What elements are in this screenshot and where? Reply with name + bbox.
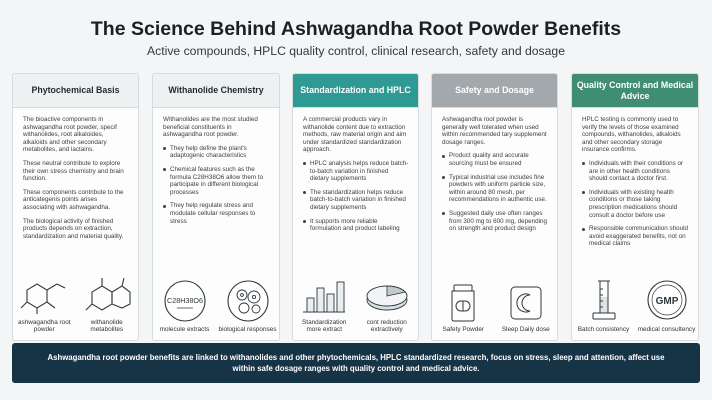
icon-caption: molecule extracts bbox=[159, 326, 210, 334]
panel-text: HPLC testing is commonly used to verify … bbox=[582, 116, 681, 154]
panel-heading: Standardization and HPLC bbox=[293, 74, 418, 108]
icon-block: cont reduction extractively bbox=[358, 276, 416, 334]
gmp-badge-text: GMP bbox=[655, 296, 678, 307]
icon-caption: Safety Powder bbox=[442, 326, 485, 334]
panel-withanolide-chemistry: Withanolide Chemistry Withanolides are t… bbox=[152, 73, 280, 341]
cells-circle-icon bbox=[226, 280, 269, 322]
panel-heading: Withanolide Chemistry bbox=[153, 74, 279, 108]
bullet-item: Suggested daily use often ranges from 30… bbox=[442, 210, 548, 233]
formula-text: C28H38O6 bbox=[167, 296, 203, 305]
pie-chart-icon bbox=[366, 285, 408, 311]
bullet-item: Individuals with their conditions or are… bbox=[582, 160, 689, 183]
panel-quality-control: Quality Control and Medical Advice HPLC … bbox=[571, 73, 699, 341]
capsule-jar-icon bbox=[451, 284, 475, 322]
icon-caption: Sleep Daily dose bbox=[501, 326, 550, 334]
icon-block: Safety Powder bbox=[434, 283, 492, 334]
panel-standardization-hplc: Standardization and HPLC A commercial pr… bbox=[292, 73, 419, 341]
panel-text: Withanolides are the most studied benefi… bbox=[163, 116, 258, 139]
moon-icon bbox=[510, 286, 542, 320]
icon-block: GMP medical consultency bbox=[638, 279, 696, 334]
panel-text: The biological activity of finished prod… bbox=[23, 217, 124, 240]
panel-heading: Safety and Dosage bbox=[432, 74, 557, 108]
bar-graph-icon bbox=[303, 281, 346, 313]
icon-caption: biological responses bbox=[218, 326, 277, 334]
panel-heading: Phytochemical Basis bbox=[13, 74, 138, 108]
icon-caption: Batch consistency bbox=[577, 326, 630, 334]
panel-text: These components contribute to the antic… bbox=[23, 188, 124, 211]
panel-phytochemical-basis: Phytochemical Basis The bioactive compon… bbox=[12, 73, 139, 341]
formula-circle-icon: C28H38O6 bbox=[163, 280, 206, 322]
panel-heading: Quality Control and Medical Advice bbox=[572, 74, 698, 108]
bullet-item: They help regulate stress and modulate c… bbox=[163, 202, 270, 225]
panel-text: Ashwagandha root powder is generally wel… bbox=[442, 116, 547, 146]
gmp-badge-icon: GMP bbox=[646, 280, 687, 320]
bullet-item: Individuals with existing health conditi… bbox=[582, 189, 689, 219]
page-subtitle: Active compounds, HPLC quality control, … bbox=[147, 44, 565, 58]
panel-text: A commercial products vary in withanolid… bbox=[303, 116, 407, 154]
icon-block: biological responses bbox=[219, 279, 277, 334]
icon-block: Sleep Daily dose bbox=[497, 283, 555, 334]
molecule-ring-icon bbox=[85, 277, 131, 311]
bullet-item: It supports more reliable formulation an… bbox=[303, 218, 409, 233]
icon-block: C28H38O6 molecule extracts bbox=[156, 279, 214, 334]
icon-block: withanolide metabolites bbox=[78, 276, 136, 334]
icon-caption: Standardization more extract bbox=[302, 318, 347, 334]
bullet-item: They help define the plant's adaptogenic… bbox=[163, 145, 270, 160]
panel-text: The bioactive components in ashwagandha … bbox=[23, 116, 117, 154]
bullet-item: Typical industrial use includes fine pow… bbox=[442, 174, 548, 204]
icon-caption: ashwagandha root powder bbox=[17, 318, 71, 334]
measuring-cylinder-icon bbox=[592, 280, 615, 320]
page-title: The Science Behind Ashwagandha Root Powd… bbox=[90, 18, 622, 40]
icon-block: ashwagandha root powder bbox=[15, 276, 73, 334]
molecule-icon bbox=[20, 283, 66, 314]
panel-safety-dosage: Safety and Dosage Ashwagandha root powde… bbox=[431, 73, 558, 341]
panel-text: These neutral contribute to explore thei… bbox=[23, 159, 124, 183]
bullet-item: The standardization helps reduce batch-t… bbox=[303, 189, 409, 212]
icon-block: Standardization more extract bbox=[295, 276, 353, 334]
icon-caption: withanolide metabolites bbox=[90, 318, 124, 334]
summary-text: Ashwagandha root powder benefits are lin… bbox=[47, 353, 665, 373]
bullet-item: Product quality and accurate sourcing mu… bbox=[442, 152, 548, 167]
summary-banner: Ashwagandha root powder benefits are lin… bbox=[12, 343, 700, 383]
icon-block: Batch consistency bbox=[575, 279, 633, 334]
icon-caption: medical consultency bbox=[637, 326, 696, 334]
bullet-item: Chemical features such as the formula C2… bbox=[163, 166, 270, 196]
bullet-item: HPLC analysis helps reduce batch-to-batc… bbox=[303, 160, 409, 183]
icon-caption: cont reduction extractively bbox=[366, 318, 407, 334]
bullet-item: Responsible communication should avoid e… bbox=[582, 225, 689, 248]
